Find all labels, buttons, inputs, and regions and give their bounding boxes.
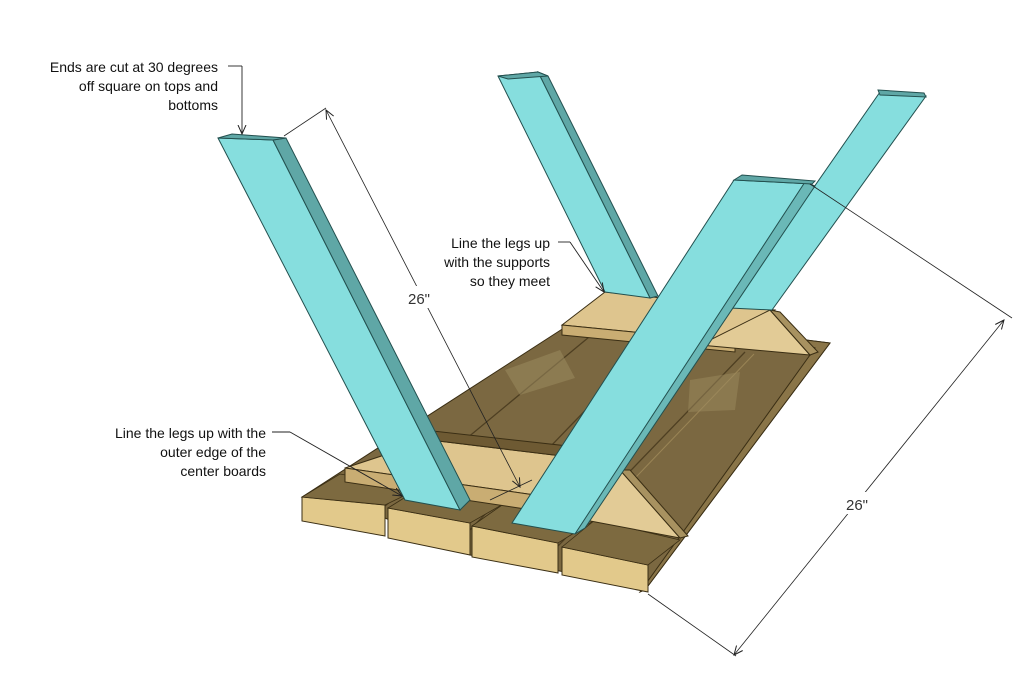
note-line: so they meet (469, 273, 550, 289)
note-line: outer edge of the (160, 444, 266, 460)
leg-top-end (217, 133, 287, 141)
leg-length-label: 26" (408, 291, 430, 308)
dimension-label-bg (403, 286, 433, 308)
extension-line (489, 479, 533, 501)
note-legs-outer: Line the legs up with the outer edge of … (66, 424, 266, 481)
front-brace-edge (618, 469, 689, 539)
note-line: Line the legs up with the (115, 425, 266, 441)
dimension-leg-spread: 26" (647, 183, 1013, 657)
leader-ends-cut (228, 65, 242, 134)
leg-top-end (732, 174, 817, 185)
leader-legs-outer (272, 431, 402, 496)
note-line: Ends are cut at 30 degrees (49, 59, 218, 75)
dimension-label-bg (842, 492, 874, 514)
leg-front-right (511, 174, 817, 535)
wood-highlight (505, 350, 575, 395)
extension-line (809, 183, 1013, 319)
note-line: off square on tops and (78, 78, 218, 94)
dimension-line (734, 320, 1004, 655)
leg-top-end (877, 89, 927, 98)
note-ends-cut: Ends are cut at 30 degrees off square on… (18, 58, 218, 115)
note-line: bottoms (168, 97, 218, 113)
note-line: with the supports (444, 254, 550, 270)
leg-spread-label: 26" (846, 497, 868, 514)
note-line: Line the legs up (451, 235, 550, 251)
extension-line (647, 593, 737, 657)
dimension-leg-length: 26" (283, 107, 533, 501)
leg-back-left (497, 71, 659, 299)
note-line: center boards (180, 463, 266, 479)
leg-top-end (497, 71, 549, 80)
leader-legs-supports (558, 241, 604, 292)
note-legs-supports: Line the legs up with the supports so th… (400, 234, 550, 291)
wood-highlight (688, 372, 740, 412)
extension-line (283, 107, 327, 137)
